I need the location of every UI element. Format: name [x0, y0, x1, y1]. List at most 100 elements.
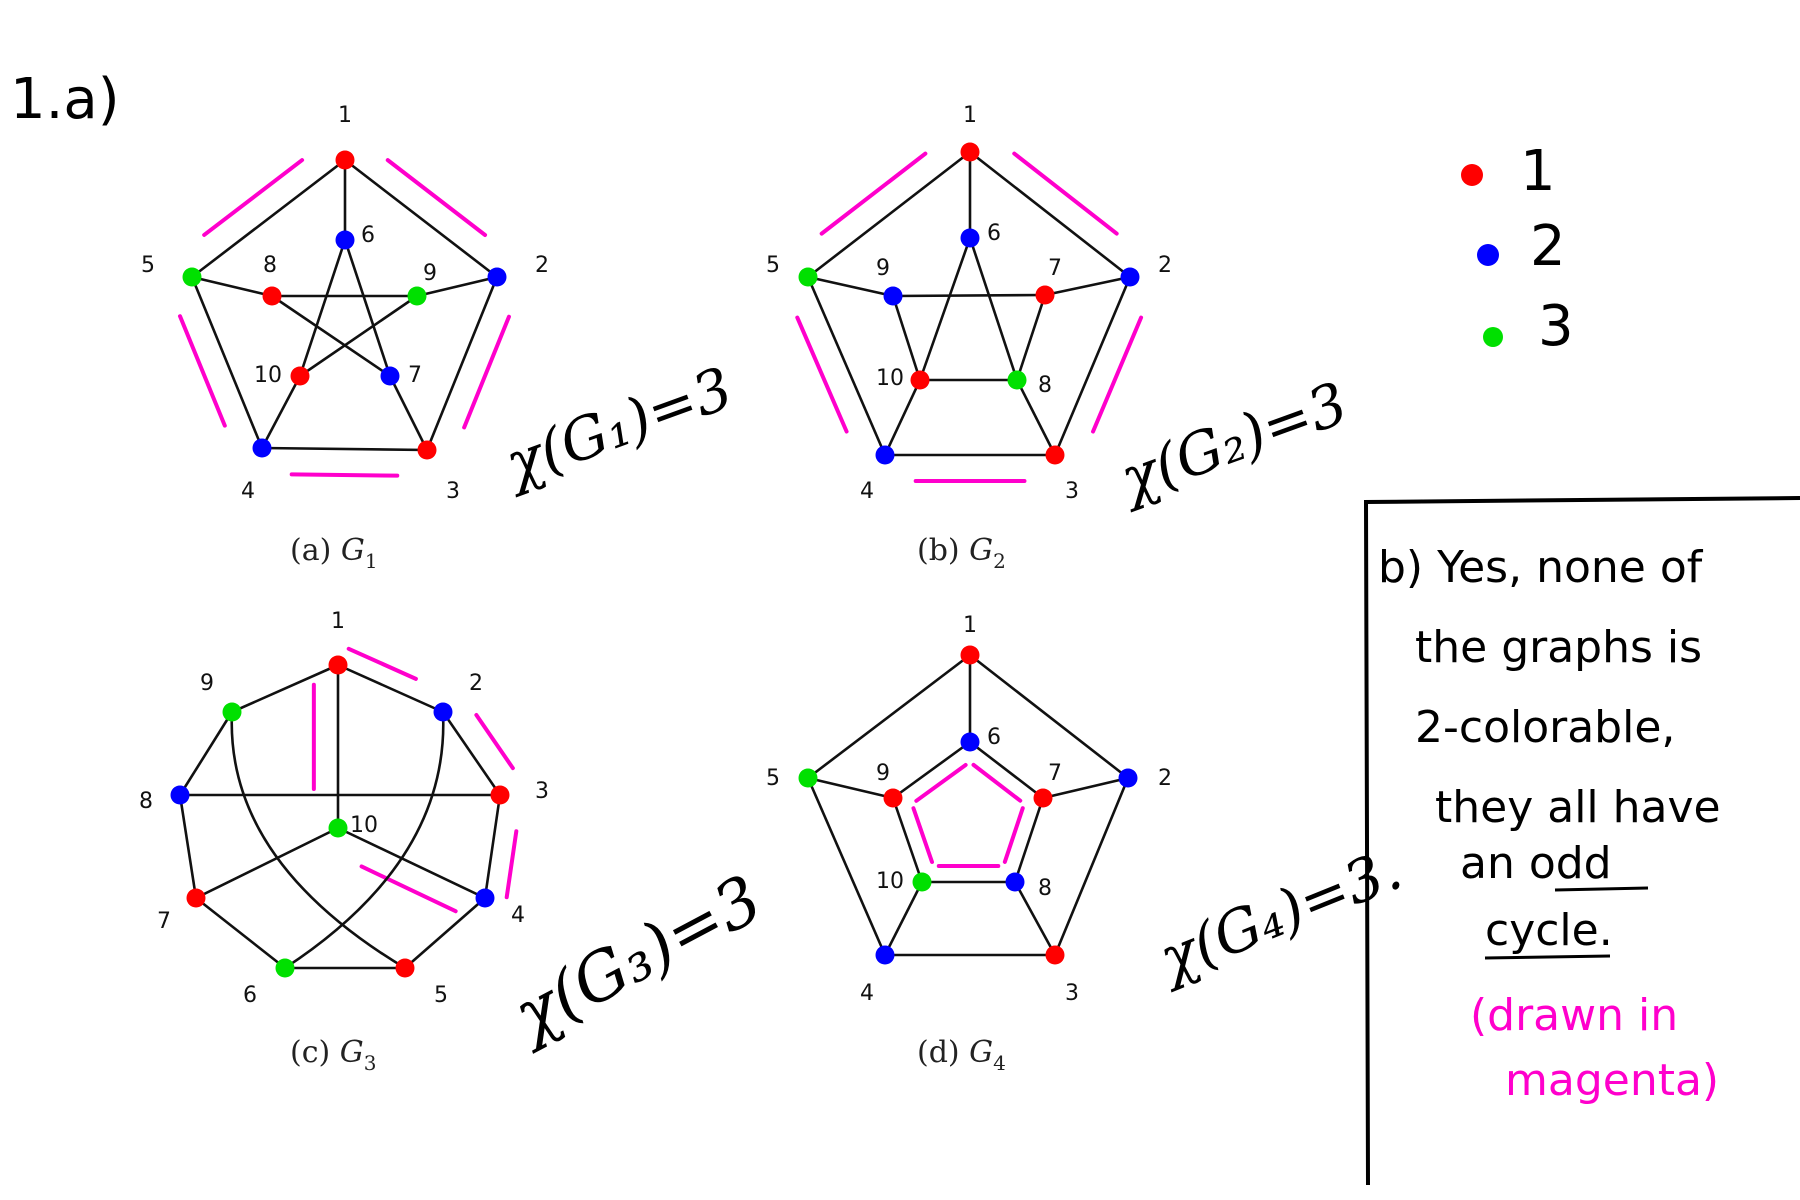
chi-annotation-g1: χ(G₁)=3	[493, 354, 741, 500]
edge-5-1	[191, 158, 346, 279]
part-a-label: 1.a)	[10, 67, 120, 132]
answer-line-5: an odd	[1460, 838, 1612, 889]
vertex-label-7: 7	[408, 363, 422, 388]
vertex-6	[960, 228, 980, 248]
vertex-6	[960, 732, 980, 752]
edge-5-9	[807, 776, 894, 800]
vertex-label-3: 3	[446, 479, 460, 504]
caption-g1: (a) G1	[290, 533, 378, 573]
vertex-8	[170, 785, 190, 805]
edge-2-9	[416, 275, 498, 298]
vertex-label-4: 4	[511, 903, 525, 928]
vertex-label-7: 7	[157, 909, 171, 934]
edge-8-7	[271, 294, 391, 378]
vertex-label-5: 5	[141, 253, 155, 278]
vertex-label-9: 9	[200, 671, 214, 696]
vertex-label-10: 10	[876, 366, 904, 391]
edge-2-7	[1042, 776, 1129, 800]
edge-4-5	[806, 276, 887, 456]
legend-label-1: 1	[1520, 139, 1556, 204]
chi-annotation-g3: χ(G₃)=3	[498, 860, 774, 1056]
edge-3-8	[1015, 379, 1057, 456]
vertex-7	[186, 888, 206, 908]
edge-6-7	[969, 740, 1044, 800]
odd-underline	[1554, 886, 1649, 892]
svg-text:(b) G2: (b) G2	[917, 533, 1006, 573]
odd-cycle-highlight	[359, 864, 458, 914]
edge-5-9	[807, 275, 894, 298]
vertex-7	[380, 366, 400, 386]
vertex-8	[1005, 872, 1025, 892]
caption-g4: (d) G4	[917, 1035, 1006, 1075]
vertex-label-6: 6	[361, 223, 375, 248]
vertex-label-1: 1	[331, 609, 345, 634]
vertex-6	[275, 958, 295, 978]
vertex-2	[487, 267, 507, 287]
odd-cycle-highlight	[914, 762, 968, 803]
edge-3-4	[261, 446, 428, 452]
odd-cycle-highlight	[1012, 151, 1119, 236]
odd-cycle-highlight	[971, 762, 1023, 803]
vertex-label-10: 10	[876, 869, 904, 894]
edge-4-10	[883, 379, 922, 456]
vertex-6	[335, 230, 355, 250]
edge-2-3	[1053, 276, 1132, 456]
vertex-2	[1118, 768, 1138, 788]
caption-graph: G	[341, 533, 365, 568]
answer-b-box: b) Yes, none of the graphs is 2-colorabl…	[1363, 496, 1800, 1186]
vertex-label-1: 1	[338, 103, 352, 128]
vertex-10	[910, 370, 930, 390]
vertex-label-3: 3	[535, 779, 549, 804]
edge-10-9	[299, 294, 418, 378]
caption-subscript: 2	[993, 549, 1006, 573]
vertex-8	[1007, 370, 1027, 390]
edge-10-9	[891, 797, 924, 883]
edge-6-10	[298, 239, 347, 377]
legend-label-2: 2	[1530, 214, 1566, 279]
caption-subscript: 4	[993, 1051, 1006, 1075]
vertex-9	[883, 286, 903, 306]
odd-cycle-highlight	[1091, 315, 1144, 434]
edge-1-2	[969, 150, 1131, 279]
vertex-10	[328, 818, 348, 838]
edge-5-1	[807, 150, 971, 279]
vertex-label-1: 1	[963, 613, 977, 638]
vertex-3	[1045, 945, 1065, 965]
edge-5-8	[191, 275, 273, 298]
odd-cycle-highlight	[911, 806, 935, 864]
vertex-1	[960, 645, 980, 665]
vertex-label-8: 8	[263, 253, 277, 278]
vertex-9	[883, 788, 903, 808]
answer-line-1: b) Yes, none of	[1378, 542, 1704, 593]
vertex-2	[433, 702, 453, 722]
odd-cycle-highlight	[385, 158, 488, 237]
odd-cycle-highlight	[462, 314, 511, 430]
edge-7-8	[178, 794, 198, 899]
edge-8-9	[178, 711, 234, 796]
edge-3-8	[1013, 881, 1057, 956]
odd-cycle-highlight	[1002, 806, 1025, 864]
vertex-1	[960, 142, 980, 162]
caption-subscript: 3	[364, 1051, 377, 1075]
vertex-5	[182, 267, 202, 287]
vertex-4	[875, 945, 895, 965]
caption-letter: (a)	[290, 533, 331, 568]
edge-2-6	[284, 711, 445, 970]
edge-3-7	[388, 375, 429, 451]
edge-6-7	[195, 896, 286, 970]
vertex-5	[798, 768, 818, 788]
vertex-2	[1120, 267, 1140, 287]
edge-1-2	[344, 158, 498, 279]
vertex-label-10: 10	[254, 363, 282, 388]
vertex-label-4: 4	[860, 981, 874, 1006]
legend-dot-red	[1461, 164, 1483, 186]
odd-cycle-highlight	[346, 646, 418, 681]
odd-cycle-highlight	[474, 713, 515, 771]
answer-box-border	[1363, 496, 1800, 1186]
edge-10-7	[195, 826, 339, 900]
vertex-label-7: 7	[1048, 256, 1062, 281]
edge-4-5	[404, 897, 486, 969]
caption-letter: (b)	[917, 533, 960, 568]
